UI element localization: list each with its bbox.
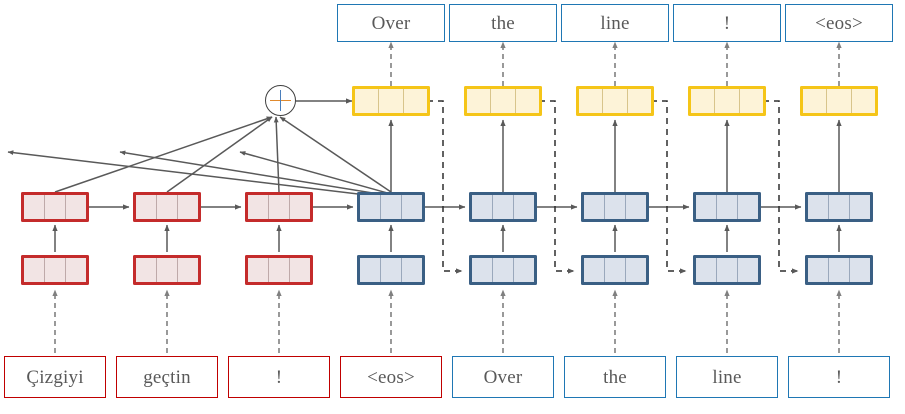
cell-segment — [808, 258, 829, 282]
cell-segment — [493, 258, 514, 282]
cell-segment — [803, 89, 828, 113]
cell-segment — [829, 258, 850, 282]
cell-segment — [717, 195, 738, 219]
cell-segment — [381, 258, 402, 282]
cell-segment — [269, 258, 290, 282]
cell-segment — [66, 258, 86, 282]
cell-segment — [829, 195, 850, 219]
encoder-cell-lower — [245, 255, 313, 285]
cell-segment — [248, 195, 269, 219]
cell-segment — [178, 258, 198, 282]
plus-vertical-stroke — [279, 90, 282, 111]
decoder-cell-lower — [805, 255, 873, 285]
cell-segment — [514, 258, 534, 282]
cell-segment — [472, 195, 493, 219]
cell-segment — [603, 89, 628, 113]
sum-node — [265, 85, 296, 116]
input-token-box: Over — [452, 356, 554, 398]
cell-segment — [269, 195, 290, 219]
decoder-cell-lower — [469, 255, 537, 285]
encoder-cell-upper — [133, 192, 201, 222]
decoder-cell-upper — [357, 192, 425, 222]
cell-segment — [402, 195, 422, 219]
context-cell — [352, 86, 430, 116]
context-cell — [688, 86, 766, 116]
decoder-cell-upper — [469, 192, 537, 222]
cell-segment — [45, 195, 66, 219]
cell-segment — [381, 195, 402, 219]
cell-segment — [24, 258, 45, 282]
cell-segment — [827, 89, 852, 113]
cell-segment — [691, 89, 716, 113]
cell-segment — [66, 195, 86, 219]
cell-segment — [696, 258, 717, 282]
cell-segment — [579, 89, 604, 113]
decoder-cell-lower — [693, 255, 761, 285]
cell-segment — [717, 258, 738, 282]
cell-segment — [491, 89, 516, 113]
cell-segment — [248, 258, 269, 282]
output-token-box: line — [561, 4, 669, 42]
input-token-box: the — [564, 356, 666, 398]
context-cell — [576, 86, 654, 116]
cell-segment — [379, 89, 404, 113]
cell-segment — [626, 258, 646, 282]
cell-segment — [628, 89, 651, 113]
output-token-box: the — [449, 4, 557, 42]
context-cell — [464, 86, 542, 116]
cell-segment — [360, 258, 381, 282]
encoder-cell-upper — [245, 192, 313, 222]
cell-segment — [136, 258, 157, 282]
cell-segment — [605, 195, 626, 219]
input-token-box: geçtin — [116, 356, 218, 398]
cell-segment — [808, 195, 829, 219]
context-cell — [800, 86, 878, 116]
cell-segment — [516, 89, 539, 113]
cell-segment — [605, 258, 626, 282]
cell-segment — [157, 258, 178, 282]
cell-segment — [136, 195, 157, 219]
cell-segment — [738, 258, 758, 282]
cell-segment — [852, 89, 875, 113]
cell-segment — [360, 195, 381, 219]
cell-segment — [740, 89, 763, 113]
cell-segment — [24, 195, 45, 219]
cell-segment — [850, 195, 870, 219]
output-token-box: <eos> — [785, 4, 893, 42]
encoder-cell-lower — [133, 255, 201, 285]
cell-segment — [178, 195, 198, 219]
cell-segment — [696, 195, 717, 219]
cell-segment — [738, 195, 758, 219]
input-token-box: Çizgiyi — [4, 356, 106, 398]
decoder-cell-upper — [805, 192, 873, 222]
input-token-box: line — [676, 356, 778, 398]
cell-segment — [157, 195, 178, 219]
input-token-box: <eos> — [340, 356, 442, 398]
encoder-cell-lower — [21, 255, 89, 285]
decoder-cell-lower — [357, 255, 425, 285]
cell-segment — [45, 258, 66, 282]
cell-segment — [290, 258, 310, 282]
cell-segment — [290, 195, 310, 219]
output-token-box: Over — [337, 4, 445, 42]
decoder-cell-upper — [693, 192, 761, 222]
input-token-box: ! — [788, 356, 890, 398]
decoder-cell-upper — [581, 192, 649, 222]
cell-segment — [584, 258, 605, 282]
cell-segment — [493, 195, 514, 219]
decoder-cell-lower — [581, 255, 649, 285]
cell-segment — [467, 89, 492, 113]
output-token-box: ! — [673, 4, 781, 42]
input-token-box: ! — [228, 356, 330, 398]
cell-segment — [626, 195, 646, 219]
cell-segment — [402, 258, 422, 282]
cell-segment — [514, 195, 534, 219]
cell-segment — [472, 258, 493, 282]
cell-segment — [404, 89, 427, 113]
cell-segment — [715, 89, 740, 113]
encoder-cell-upper — [21, 192, 89, 222]
cell-segment — [584, 195, 605, 219]
cell-segment — [355, 89, 380, 113]
cell-segment — [850, 258, 870, 282]
